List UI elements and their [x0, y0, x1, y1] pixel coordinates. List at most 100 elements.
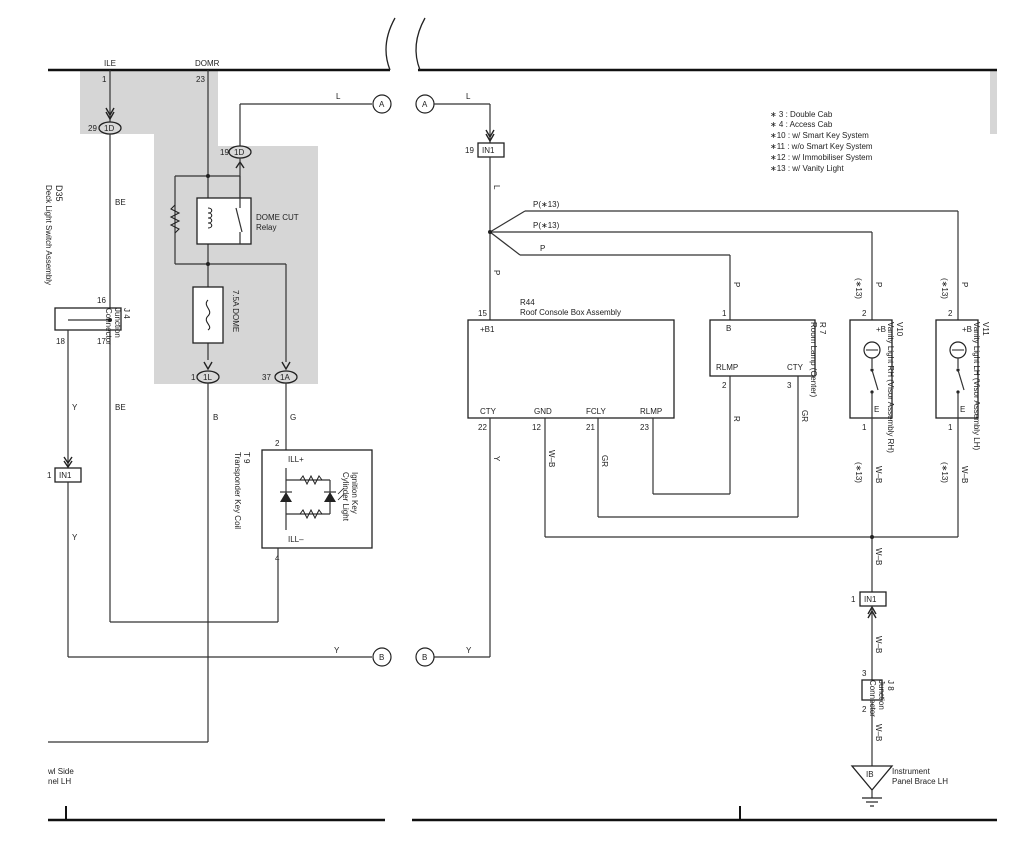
j4-pin-17: 17	[97, 337, 106, 346]
wire-p-c: P	[540, 244, 545, 253]
legend-item-1: ∗ 4 : Access Cab	[770, 120, 833, 129]
wire-note-13-3: (∗13)	[940, 278, 949, 299]
ignition-label-1: Ignition Key	[350, 472, 359, 514]
legend-item-2: ∗10 : w/ Smart Key System	[770, 131, 869, 140]
v10-pin-2: 2	[862, 309, 867, 318]
ground-ib-icon	[850, 765, 894, 792]
t9-code: T 9	[242, 452, 251, 464]
in1-connector-bottom	[859, 591, 887, 607]
v11-name: Vanity Light LH (Visor Assembly LH)	[972, 322, 981, 451]
pin-domr: 23	[196, 75, 205, 84]
in1-top-label: IN1	[482, 146, 495, 155]
pin-1-1l: 1	[191, 373, 196, 382]
wire-color-wb-6: W–B	[874, 724, 883, 741]
r44-pin-b1: +B1	[480, 325, 495, 334]
v11-pin-b: +B	[962, 325, 972, 334]
in1-bottom-pin: 1	[851, 595, 856, 604]
pin-29: 29	[88, 124, 97, 133]
connector-1l-label: 1L	[203, 373, 212, 382]
v11-pin-e: E	[960, 405, 965, 414]
r44-pin-21: 21	[586, 423, 595, 432]
j8-code: J 8	[886, 680, 895, 691]
legend-item-3: ∗11 : w/o Smart Key System	[770, 142, 873, 151]
in1-left-label: IN1	[59, 471, 72, 480]
v10-pin-1: 1	[862, 423, 867, 432]
connector-1a-label: 1A	[280, 373, 290, 382]
off-page-connector-b-right	[415, 647, 435, 667]
j8-pin-2: 2	[862, 705, 867, 714]
r44-pin-23: 23	[640, 423, 649, 432]
r7-pin-2: 2	[722, 381, 727, 390]
wire-p-e: P	[492, 270, 501, 275]
top-bus	[48, 17, 997, 72]
off-page-connector-b-left	[372, 647, 392, 667]
wire-color-gr-1: GR	[600, 455, 609, 467]
wire-color-gr-2: GR	[800, 410, 809, 422]
wire-color-y-3: Y	[334, 646, 340, 655]
r44-pin-15: 15	[478, 309, 487, 318]
v10-pin-e: E	[874, 405, 879, 414]
fuse-label: 7.5A DOME	[231, 290, 240, 332]
t9-pin-2: 2	[275, 439, 280, 448]
j4-pin-16: 16	[97, 296, 106, 305]
r44-pin-cty: CTY	[480, 407, 497, 416]
legend-item-5: ∗13 : w/ Vanity Light	[770, 164, 844, 173]
connector-1d-right-label: 1D	[234, 148, 244, 157]
wire-note-13-4: (∗13)	[940, 462, 949, 483]
r44-pin-12: 12	[532, 423, 541, 432]
r7-name: Room Lamp (Center)	[809, 322, 818, 397]
r44-code: R44	[520, 298, 535, 307]
j4-name-1: Junction	[113, 308, 122, 338]
wire-color-wb-4: W–B	[960, 466, 969, 483]
fuse-7-5a-dome	[192, 286, 224, 344]
off-page-b-right-label: B	[422, 653, 427, 662]
wire-color-y-1: Y	[72, 403, 78, 412]
v10-pin-b: +B	[876, 325, 886, 334]
bottom-bus	[48, 806, 997, 822]
ground-ib-code: IB	[866, 770, 874, 779]
wire-color-l-3: L	[492, 185, 501, 190]
j8-name-1: Junction	[877, 680, 886, 710]
wire-color-be-1: BE	[115, 198, 126, 207]
ground-ib-name-2: Panel Brace LH	[892, 777, 948, 786]
cowl-label-2: nel LH	[48, 777, 71, 786]
v10-name: Vanity Light RH (Visor Assembly RH)	[886, 322, 895, 453]
r44-pin-22: 22	[478, 423, 487, 432]
in1-bottom-label: IN1	[864, 595, 877, 604]
relay-label-1: DOME CUT	[256, 213, 299, 222]
r7-pin-rlmp: RLMP	[716, 363, 738, 372]
j4-pin-18: 18	[56, 337, 65, 346]
wire-color-y-2: Y	[72, 533, 78, 542]
ground-ib-name-1: Instrument	[892, 767, 931, 776]
v10-code: V10	[895, 322, 904, 337]
r44-pin-rlmp: RLMP	[640, 407, 662, 416]
in1-left-pin: 1	[47, 471, 52, 480]
dome-cut-relay	[196, 197, 252, 245]
pin-ile: 1	[102, 75, 107, 84]
pin-19-1d: 19	[220, 148, 229, 157]
r44-pin-fcly: FCLY	[586, 407, 607, 416]
j4-code: J 4	[122, 308, 131, 319]
r44-pin-gnd: GND	[534, 407, 552, 416]
wire-p13-a: P(∗13)	[533, 200, 560, 209]
cowl-label-1: wl Side	[47, 767, 74, 776]
wire-color-wb-2: W–B	[874, 466, 883, 483]
r44-roof-console-box	[467, 319, 675, 419]
off-page-a-left-label: A	[379, 100, 385, 109]
in1-top-pin: 19	[465, 146, 474, 155]
legend-item-4: ∗12 : w/ Immobiliser System	[770, 153, 873, 162]
j4-name-2: Connector	[104, 308, 113, 345]
v11-pin-1: 1	[948, 423, 953, 432]
j4-junction-connector	[54, 307, 122, 331]
wire-color-l-1: L	[336, 92, 341, 101]
wire-p-d: P	[732, 282, 741, 287]
wire-color-g-1: G	[290, 413, 296, 422]
off-page-a-right-label: A	[422, 100, 428, 109]
variant-legend: ∗ 3 : Double Cab ∗ 4 : Access Cab ∗10 : …	[770, 110, 873, 173]
wire-p-f: P	[874, 282, 883, 287]
r7-pin-1: 1	[722, 309, 727, 318]
v11-pin-2: 2	[948, 309, 953, 318]
wire-p-g: P	[960, 282, 969, 287]
j8-name-2: Connector	[868, 680, 877, 717]
